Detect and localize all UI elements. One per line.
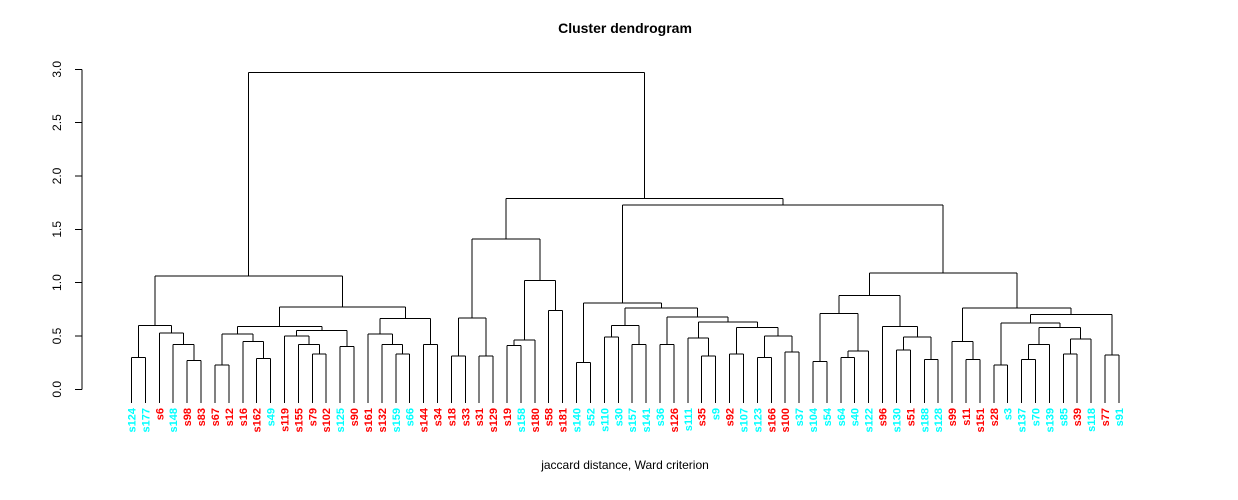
leaf-label: s98 bbox=[182, 408, 194, 426]
leaf-label: s16 bbox=[238, 408, 250, 426]
leaf-label: s104 bbox=[808, 407, 820, 432]
leaf-label: s66 bbox=[405, 408, 417, 426]
leaf-label: s9 bbox=[711, 408, 723, 420]
leaf-label: s157 bbox=[627, 408, 639, 432]
leaf-label: s100 bbox=[780, 408, 792, 432]
leaf-label: s91 bbox=[1114, 408, 1126, 426]
leaf-label: s111 bbox=[683, 408, 695, 431]
leaf-label: s123 bbox=[752, 408, 764, 432]
leaf-label: s148 bbox=[168, 408, 180, 432]
leaf-label: s83 bbox=[196, 408, 208, 426]
leaf-label: s18 bbox=[446, 408, 458, 426]
leaf-label: s151 bbox=[975, 408, 987, 432]
leaf-label: s118 bbox=[1086, 408, 1098, 432]
leaf-label: s166 bbox=[766, 408, 778, 432]
leaf-label: s161 bbox=[363, 408, 375, 432]
leaf-label: s70 bbox=[1031, 408, 1043, 426]
leaf-label: s126 bbox=[669, 408, 681, 432]
leaf-label: s181 bbox=[558, 408, 570, 432]
leaf-label: s52 bbox=[586, 408, 598, 426]
chart-title: Cluster dendrogram bbox=[558, 20, 692, 36]
leaf-label: s155 bbox=[293, 408, 305, 432]
leaf-label: s12 bbox=[224, 408, 236, 426]
leaf-label: s137 bbox=[1017, 408, 1029, 432]
leaf-label: s79 bbox=[307, 408, 319, 426]
leaf-label: s77 bbox=[1100, 408, 1112, 426]
leaf-label: s6 bbox=[154, 408, 166, 420]
leaf-label: s162 bbox=[252, 408, 264, 432]
x-axis-label: jaccard distance, Ward criterion bbox=[541, 458, 709, 472]
leaf-label: s28 bbox=[989, 408, 1001, 426]
leaf-label: s58 bbox=[544, 408, 556, 426]
leaf-label: s129 bbox=[488, 408, 500, 432]
leaf-label: s67 bbox=[210, 408, 222, 426]
leaf-label: s177 bbox=[140, 408, 152, 432]
y-axis-tick-label: 2.5 bbox=[50, 114, 64, 131]
leaf-label: s31 bbox=[474, 408, 486, 426]
leaf-label: s64 bbox=[836, 407, 848, 426]
leaf-label: s180 bbox=[530, 408, 542, 432]
leaf-label: s140 bbox=[572, 408, 584, 432]
leaf-label: s141 bbox=[641, 408, 653, 432]
leaf-label: s128 bbox=[933, 408, 945, 432]
y-axis-tick-label: 0.5 bbox=[50, 327, 64, 344]
leaf-label: s159 bbox=[391, 408, 403, 432]
leaf-label: s110 bbox=[599, 408, 611, 432]
leaf-label: s99 bbox=[947, 408, 959, 426]
y-axis-tick-label: 0.0 bbox=[50, 381, 64, 398]
leaf-label: s36 bbox=[655, 408, 667, 426]
leaf-label: s35 bbox=[697, 408, 709, 426]
leaf-label: s188 bbox=[919, 408, 931, 432]
leaf-label: s124 bbox=[127, 407, 139, 432]
leaf-label: s19 bbox=[502, 408, 514, 426]
y-axis-tick-label: 3.0 bbox=[50, 61, 64, 78]
leaf-label: s144 bbox=[419, 407, 431, 432]
leaf-label: s40 bbox=[850, 408, 862, 426]
leaf-label: s54 bbox=[822, 407, 834, 426]
leaf-label: s3 bbox=[1003, 408, 1015, 420]
leaf-label: s33 bbox=[460, 408, 472, 426]
leaf-label: s30 bbox=[613, 408, 625, 426]
leaf-label: s96 bbox=[878, 408, 890, 426]
leaf-label: s92 bbox=[725, 408, 737, 426]
leaf-label: s49 bbox=[266, 408, 278, 426]
y-axis-tick-label: 1.0 bbox=[50, 274, 64, 291]
leaf-label: s119 bbox=[280, 408, 292, 432]
leaf-label: s39 bbox=[1072, 408, 1084, 426]
leaf-label: s34 bbox=[433, 407, 445, 426]
y-axis-tick-label: 1.5 bbox=[50, 221, 64, 238]
leaf-label: s130 bbox=[891, 408, 903, 432]
leaf-label: s107 bbox=[739, 408, 751, 432]
leaf-label: s102 bbox=[321, 408, 333, 432]
leaf-label: s11 bbox=[961, 408, 973, 426]
leaf-label: s37 bbox=[794, 408, 806, 426]
y-axis-tick-label: 2.0 bbox=[50, 167, 64, 184]
leaf-label: s125 bbox=[335, 408, 347, 432]
leaf-label: s132 bbox=[377, 408, 389, 432]
leaf-label: s158 bbox=[516, 408, 528, 432]
leaf-label: s90 bbox=[349, 408, 361, 426]
leaf-label: s51 bbox=[905, 408, 917, 426]
leaf-label: s85 bbox=[1058, 408, 1070, 426]
leaf-label: s122 bbox=[864, 408, 876, 432]
leaf-label: s139 bbox=[1044, 408, 1056, 432]
